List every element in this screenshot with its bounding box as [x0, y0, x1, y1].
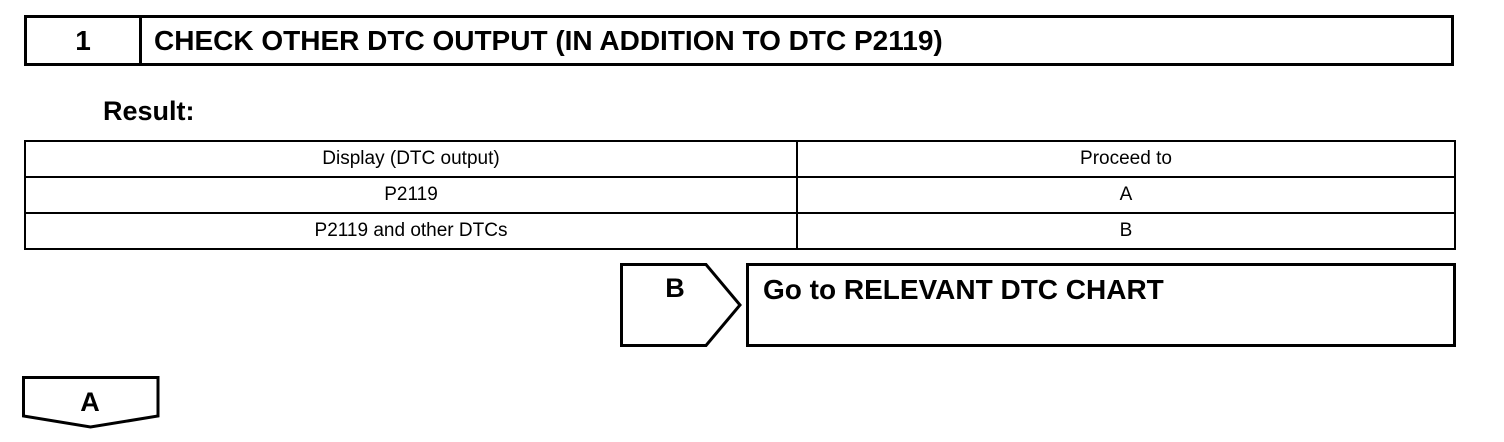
- down-arrow-icon: [22, 376, 160, 429]
- table-header-cell: Proceed to: [796, 140, 1456, 178]
- branch-a-arrow: A: [22, 376, 162, 430]
- step-number: 1: [27, 18, 142, 63]
- table-row: P2119 and other DTCs B: [24, 212, 1456, 250]
- table-cell: B: [796, 212, 1456, 250]
- table-cell: A: [796, 176, 1456, 214]
- branch-a-letter: A: [80, 387, 100, 417]
- branch-b-arrow: B: [620, 263, 744, 347]
- table-header-row: Display (DTC output) Proceed to: [24, 140, 1456, 178]
- table-row: P2119 A: [24, 176, 1456, 214]
- step-title: CHECK OTHER DTC OUTPUT (IN ADDITION TO D…: [154, 24, 943, 56]
- right-arrow-icon: [620, 263, 742, 347]
- step-header: 1 CHECK OTHER DTC OUTPUT (IN ADDITION TO…: [24, 15, 1454, 66]
- table-cell: P2119: [24, 176, 798, 214]
- result-label: Result:: [103, 96, 195, 126]
- branch-b-action: Go to RELEVANT DTC CHART: [746, 263, 1456, 347]
- result-table: Display (DTC output) Proceed to P2119 A …: [24, 140, 1456, 250]
- table-cell: P2119 and other DTCs: [24, 212, 798, 250]
- table-header-cell: Display (DTC output): [24, 140, 798, 178]
- branch-b-letter: B: [665, 273, 685, 303]
